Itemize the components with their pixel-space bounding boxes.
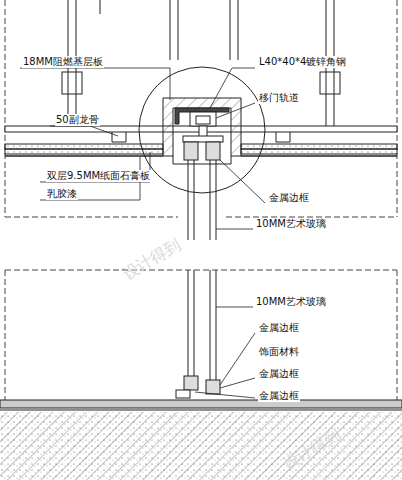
part-label: 金属边框 bbox=[258, 390, 300, 402]
part-label: 18MM阻燃基层板 bbox=[22, 56, 104, 68]
part-label: 双层9.5MM纸面石膏板 bbox=[46, 170, 151, 182]
part-label: L40*40*4镀锌角钢 bbox=[258, 56, 347, 68]
part-label: 金属边框 bbox=[258, 322, 300, 334]
part-label: 10MM艺术玻璃 bbox=[255, 296, 327, 308]
part-label: 10MM艺术玻璃 bbox=[255, 218, 327, 230]
part-label: 乳胶漆 bbox=[46, 188, 78, 200]
part-label: 金属边框 bbox=[258, 368, 300, 380]
part-label: 移门轨道 bbox=[258, 92, 300, 104]
watermark: 设计得到 bbox=[119, 235, 185, 285]
part-label: 50副龙骨 bbox=[55, 114, 100, 126]
part-label: 金属边框 bbox=[268, 192, 310, 204]
part-label: 饰面材料 bbox=[258, 346, 300, 358]
